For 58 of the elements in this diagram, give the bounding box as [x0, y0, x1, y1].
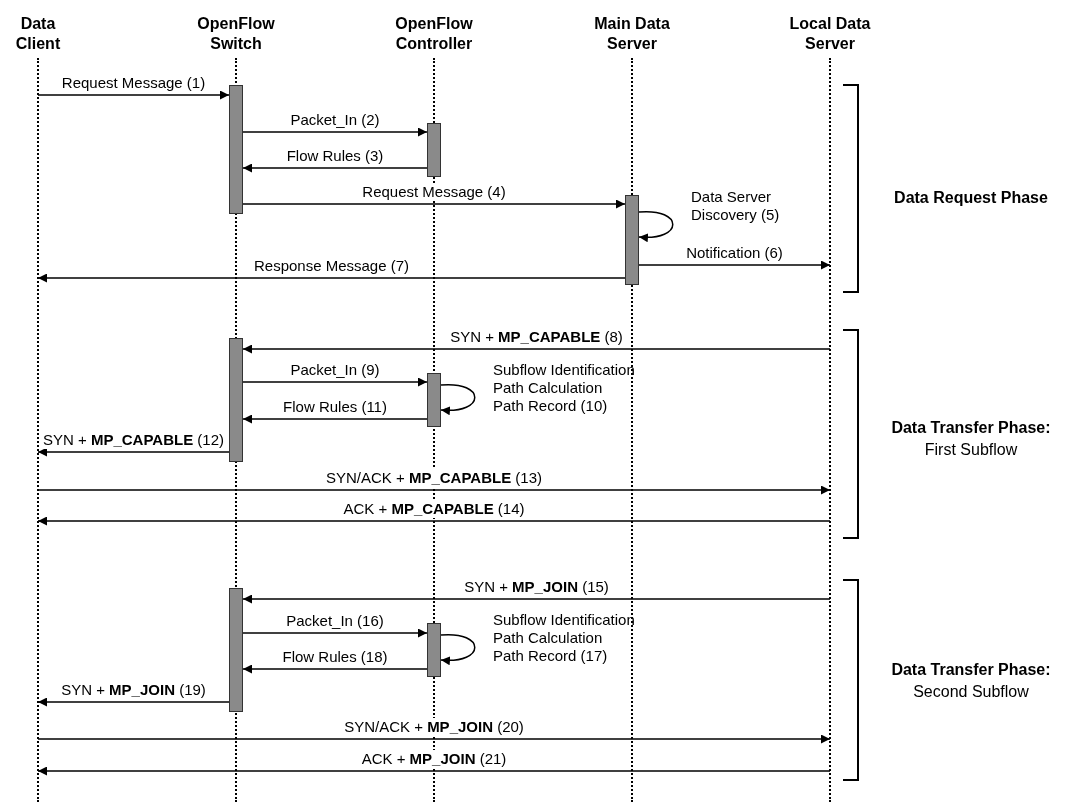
phase-label: Data Transfer Phase:	[890, 418, 1052, 438]
edge-label: Request Message (4)	[360, 183, 508, 201]
arrow	[37, 447, 230, 457]
arrow	[242, 199, 626, 209]
participant-label: Data Client	[14, 14, 62, 54]
edge-label: SYN + MP_CAPABLE (8)	[448, 328, 625, 346]
activation-bar	[427, 373, 441, 427]
edge-label: Request Message (1)	[59, 74, 208, 92]
activation-bar	[427, 123, 441, 177]
participant-label: Main Data Server	[593, 14, 671, 54]
arrow	[242, 344, 831, 354]
activation-bar	[229, 338, 243, 462]
participant-label: OpenFlow Switch	[196, 14, 276, 54]
arrow	[37, 734, 831, 744]
activation-bar	[427, 623, 441, 677]
edge-label: SYN + MP_JOIN (19)	[59, 681, 208, 699]
arrow	[440, 634, 476, 665]
activation-bar	[229, 85, 243, 214]
arrow	[242, 594, 831, 604]
arrow	[242, 127, 428, 137]
arrow	[242, 163, 428, 173]
arrow	[242, 377, 428, 387]
phase-label: Data Request Phase	[893, 188, 1049, 208]
edge-label: Packet_In (2)	[288, 111, 382, 129]
arrow	[242, 414, 428, 424]
edge-label: Packet_In (16)	[284, 612, 386, 630]
edge-label: Flow Rules (3)	[284, 147, 386, 165]
arrow	[638, 211, 674, 242]
participant-label: Local Data Server	[788, 14, 872, 54]
arrow	[37, 485, 831, 495]
arrow	[37, 516, 831, 526]
activation-bar	[625, 195, 639, 285]
edge-label: SYN/ACK + MP_JOIN (20)	[342, 718, 526, 736]
phase-label: Data Transfer Phase:	[890, 660, 1052, 680]
edge-label: ACK + MP_JOIN (21)	[359, 750, 509, 768]
arrow	[37, 273, 626, 283]
phase-label: Second Subflow	[912, 682, 1030, 702]
activation-bar	[229, 588, 243, 712]
edge-label: Flow Rules (11)	[281, 398, 389, 416]
arrow	[638, 260, 831, 270]
arrow	[242, 664, 428, 674]
edge-label: Subflow Identification Path Calculation Path Record (10)	[492, 361, 636, 415]
edge-label: SYN + MP_JOIN (15)	[462, 578, 611, 596]
arrow	[37, 766, 831, 776]
edge-label: Packet_In (9)	[288, 361, 382, 379]
edge-label: Data Server Discovery (5)	[690, 188, 781, 224]
edge-label: ACK + MP_CAPABLE (14)	[341, 500, 527, 518]
arrow	[440, 384, 476, 415]
arrow	[37, 697, 230, 707]
edge-label: SYN/ACK + MP_CAPABLE (13)	[324, 469, 544, 487]
edge-label: Subflow Identification Path Calculation Path Record (17)	[492, 611, 636, 665]
participant-label: OpenFlow Controller	[394, 14, 474, 54]
edge-label: Flow Rules (18)	[280, 648, 390, 666]
arrow	[37, 90, 230, 100]
phase-label: First Subflow	[923, 440, 1019, 460]
edge-label: SYN + MP_CAPABLE (12)	[41, 431, 226, 449]
edge-label: Notification (6)	[684, 244, 785, 262]
arrow	[242, 628, 428, 638]
